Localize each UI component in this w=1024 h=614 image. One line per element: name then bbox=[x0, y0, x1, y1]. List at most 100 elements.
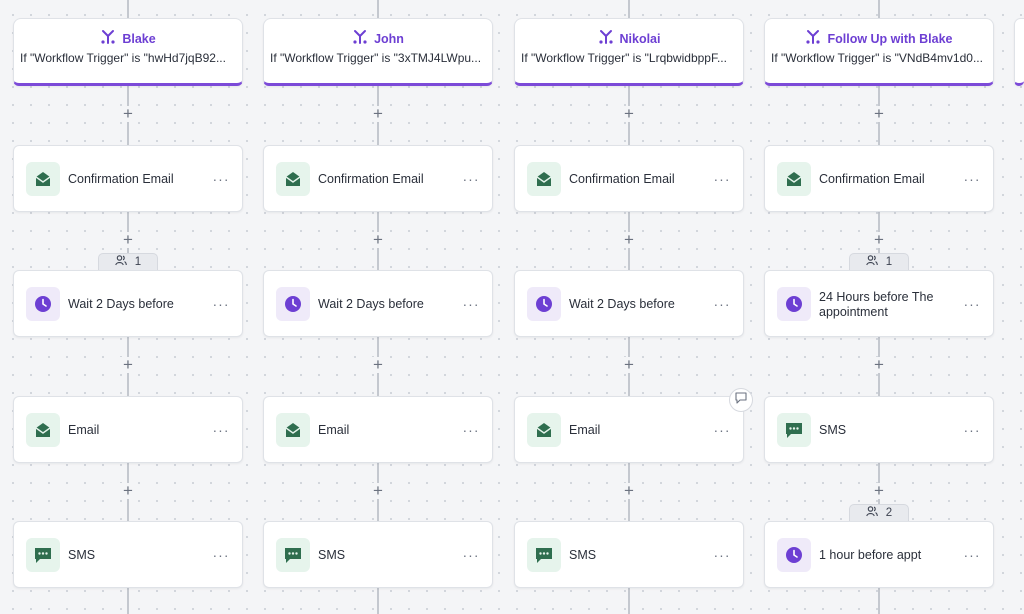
comment-icon bbox=[735, 391, 747, 409]
step-card-wait[interactable]: Wait 2 Days before ··· bbox=[13, 270, 243, 337]
step-label: Confirmation Email bbox=[819, 172, 925, 186]
more-options-button[interactable]: ··· bbox=[212, 547, 230, 563]
branch-title: Nikolai bbox=[619, 31, 661, 46]
add-step-button[interactable]: + bbox=[621, 482, 637, 499]
more-options-button[interactable]: ··· bbox=[713, 547, 731, 563]
step-card-confirmation-email[interactable]: Confirmation Email ··· bbox=[514, 145, 744, 212]
add-step-button[interactable]: + bbox=[871, 482, 887, 499]
add-step-button[interactable]: + bbox=[871, 105, 887, 122]
branch-title: John bbox=[374, 31, 404, 46]
add-step-button[interactable]: + bbox=[621, 356, 637, 373]
more-options-button[interactable]: ··· bbox=[462, 296, 480, 312]
add-step-button[interactable]: + bbox=[370, 356, 386, 373]
step-label: Email bbox=[68, 423, 100, 437]
add-step-button[interactable]: + bbox=[871, 356, 887, 373]
add-step-button[interactable]: + bbox=[370, 105, 386, 122]
branch-condition: If "Workflow Trigger" is "VNdB4mv1d0... bbox=[771, 51, 983, 65]
more-options-button[interactable]: ··· bbox=[713, 422, 731, 438]
step-card-wait[interactable]: 1 hour before appt ··· bbox=[764, 521, 994, 588]
clock-icon bbox=[777, 538, 811, 572]
step-card-confirmation-email[interactable]: Confirmation Email ··· bbox=[263, 145, 493, 212]
step-label: Wait 2 Days before bbox=[318, 297, 424, 311]
step-card-email[interactable]: Email ··· bbox=[263, 396, 493, 463]
email-icon bbox=[26, 413, 60, 447]
more-options-button[interactable]: ··· bbox=[963, 547, 981, 563]
branch-condition: If "Workflow Trigger" is "LrqbwidbppF... bbox=[521, 51, 727, 65]
step-card-sms[interactable]: SMS ··· bbox=[514, 521, 744, 588]
clock-icon bbox=[777, 287, 811, 321]
more-options-button[interactable]: ··· bbox=[963, 171, 981, 187]
sms-icon bbox=[26, 538, 60, 572]
step-card-confirmation-email[interactable]: Confirmation Email ··· bbox=[13, 145, 243, 212]
more-options-button[interactable]: ··· bbox=[212, 171, 230, 187]
more-options-button[interactable]: ··· bbox=[963, 296, 981, 312]
sms-icon bbox=[527, 538, 561, 572]
more-options-button[interactable]: ··· bbox=[462, 422, 480, 438]
step-label: Confirmation Email bbox=[569, 172, 675, 186]
branch-card-nikolai[interactable]: Nikolai If "Workflow Trigger" is "Lrqbwi… bbox=[514, 18, 744, 86]
email-icon bbox=[777, 162, 811, 196]
email-icon bbox=[527, 413, 561, 447]
users-icon bbox=[866, 506, 878, 520]
add-step-button[interactable]: + bbox=[120, 231, 136, 248]
sms-icon bbox=[276, 538, 310, 572]
step-label: Email bbox=[318, 423, 350, 437]
contact-count-badge[interactable]: 1 bbox=[849, 253, 909, 271]
more-options-button[interactable]: ··· bbox=[462, 171, 480, 187]
step-label: Email bbox=[569, 423, 601, 437]
step-card-email[interactable]: Email ··· bbox=[13, 396, 243, 463]
email-icon bbox=[276, 162, 310, 196]
more-options-button[interactable]: ··· bbox=[212, 296, 230, 312]
step-label: SMS bbox=[68, 548, 96, 562]
more-options-button[interactable]: ··· bbox=[713, 296, 731, 312]
more-options-button[interactable]: ··· bbox=[462, 547, 480, 563]
step-label: Wait 2 Days before bbox=[68, 297, 174, 311]
step-card-sms[interactable]: SMS ··· bbox=[764, 396, 994, 463]
badge-count: 2 bbox=[885, 507, 893, 519]
more-options-button[interactable]: ··· bbox=[713, 171, 731, 187]
comment-button[interactable] bbox=[729, 388, 753, 412]
add-step-button[interactable]: + bbox=[120, 105, 136, 122]
step-label: 24 Hours before The appointment bbox=[819, 290, 934, 319]
add-step-button[interactable]: + bbox=[370, 231, 386, 248]
add-step-button[interactable]: + bbox=[621, 105, 637, 122]
step-label: SMS bbox=[569, 548, 597, 562]
email-icon bbox=[26, 162, 60, 196]
branch-title: Follow Up with Blake bbox=[827, 31, 953, 46]
step-card-confirmation-email[interactable]: Confirmation Email ··· bbox=[764, 145, 994, 212]
users-icon bbox=[866, 255, 878, 269]
step-card-email[interactable]: Email ··· bbox=[514, 396, 744, 463]
clock-icon bbox=[527, 287, 561, 321]
step-card-wait[interactable]: Wait 2 Days before ··· bbox=[514, 270, 744, 337]
step-card-wait[interactable]: Wait 2 Days before ··· bbox=[263, 270, 493, 337]
branch-title: Blake bbox=[122, 31, 156, 46]
contact-count-badge[interactable]: 2 bbox=[849, 504, 909, 522]
step-card-wait[interactable]: 24 Hours before The appointment ··· bbox=[764, 270, 994, 337]
email-icon bbox=[276, 413, 310, 447]
branch-card-follow-up-with-blake[interactable]: Follow Up with Blake If "Workflow Trigge… bbox=[764, 18, 994, 86]
badge-count: 1 bbox=[885, 256, 893, 268]
branch-card-john[interactable]: John If "Workflow Trigger" is "3xTMJ4LWp… bbox=[263, 18, 493, 86]
add-step-button[interactable]: + bbox=[871, 231, 887, 248]
add-step-button[interactable]: + bbox=[370, 482, 386, 499]
branch-card-partial[interactable] bbox=[1014, 18, 1024, 86]
branch-icon bbox=[805, 29, 821, 48]
contact-count-badge[interactable]: 1 bbox=[98, 253, 158, 271]
step-label: SMS bbox=[819, 423, 847, 437]
add-step-button[interactable]: + bbox=[120, 482, 136, 499]
clock-icon bbox=[276, 287, 310, 321]
add-step-button[interactable]: + bbox=[621, 231, 637, 248]
step-label: Confirmation Email bbox=[68, 172, 174, 186]
step-label: Wait 2 Days before bbox=[569, 297, 675, 311]
branch-card-blake[interactable]: Blake If "Workflow Trigger" is "hwHd7jqB… bbox=[13, 18, 243, 86]
step-label: 1 hour before appt bbox=[819, 548, 922, 562]
step-card-sms[interactable]: SMS ··· bbox=[13, 521, 243, 588]
users-icon bbox=[115, 255, 127, 269]
more-options-button[interactable]: ··· bbox=[963, 422, 981, 438]
add-step-button[interactable]: + bbox=[120, 356, 136, 373]
more-options-button[interactable]: ··· bbox=[212, 422, 230, 438]
step-card-sms[interactable]: SMS ··· bbox=[263, 521, 493, 588]
clock-icon bbox=[26, 287, 60, 321]
branch-condition: If "Workflow Trigger" is "hwHd7jqB92... bbox=[20, 51, 226, 65]
branch-icon bbox=[598, 29, 614, 48]
